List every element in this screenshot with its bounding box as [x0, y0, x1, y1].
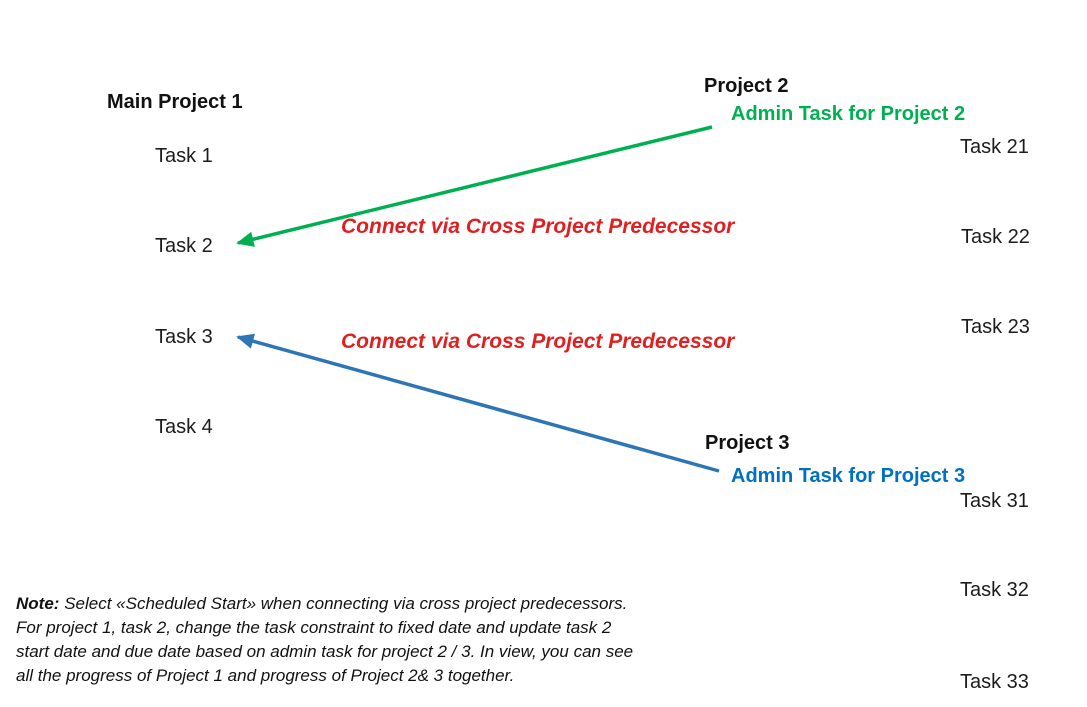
task-31-label: Task 31: [960, 490, 1029, 512]
task-1-label: Task 1: [155, 145, 213, 167]
note-line: all the progress of Project 1 and progre…: [16, 666, 515, 685]
task-23-label: Task 23: [961, 316, 1030, 338]
task-2-label: Task 2: [155, 235, 213, 257]
task-21-label: Task 21: [960, 136, 1029, 158]
task-4-label: Task 4: [155, 416, 213, 438]
project-2-title: Project 2: [704, 75, 789, 97]
note-line-text: Select «Scheduled Start» when connecting…: [64, 594, 628, 613]
cross-project-arrow-project3-to-task3: [236, 333, 720, 473]
connection-label-project2: Connect via Cross Project Predecessor: [341, 215, 735, 238]
task-3-label: Task 3: [155, 326, 213, 348]
note-line: Note: Select «Scheduled Start» when conn…: [16, 592, 692, 616]
admin-task-project-2-label: Admin Task for Project 2: [731, 103, 966, 125]
note-line: For project 1, task 2, change the task c…: [16, 618, 612, 637]
project-3-title: Project 3: [705, 432, 790, 454]
note-block: Note: Select «Scheduled Start» when conn…: [16, 592, 692, 688]
task-22-label: Task 22: [961, 226, 1030, 248]
connection-label-project3: Connect via Cross Project Predecessor: [341, 330, 735, 353]
note-label: Note:: [16, 594, 60, 613]
note-line: start date and due date based on admin t…: [16, 642, 634, 661]
task-33-label: Task 33: [960, 671, 1029, 693]
admin-task-project-3-label: Admin Task for Project 3: [731, 465, 966, 487]
main-project-1-title: Main Project 1: [107, 91, 243, 113]
task-32-label: Task 32: [960, 579, 1029, 601]
